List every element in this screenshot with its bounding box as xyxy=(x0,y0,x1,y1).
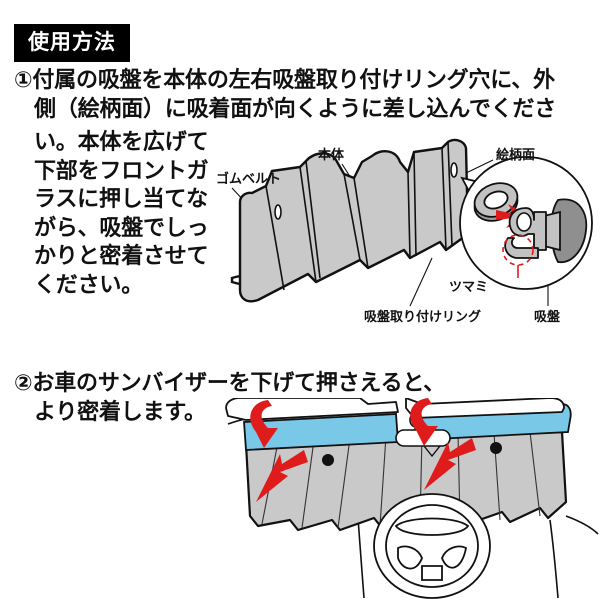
label-mounting-ring: 吸盤取り付けリング xyxy=(364,309,482,324)
visor-fold-arrows xyxy=(250,398,438,448)
tab-highlight-circle xyxy=(502,234,534,266)
step-1-line-1: ①付属の吸盤を本体の左右吸盤取り付けリング穴に、外 xyxy=(14,67,555,92)
page-title-label: 使用方法 xyxy=(28,31,116,54)
steering-wheel xyxy=(373,493,491,599)
press-arrow-right xyxy=(424,438,476,490)
step-2-text-block: ②お車のサンバイザーを下げて押さえると、 より密着します。 xyxy=(14,368,484,426)
suction-cup-detail xyxy=(502,198,588,278)
figure-sunvisor-install xyxy=(210,397,600,600)
step-2-line-2: より密着します。 xyxy=(34,399,206,425)
fold-creases xyxy=(265,141,453,291)
label-rubber-belt: ゴムベルト xyxy=(216,171,282,186)
step-1-tail: い。本体を広げて下部をフロントガラスに押し当てながら、吸盤でしっかりと密着させて… xyxy=(34,129,209,297)
press-arrows xyxy=(256,438,476,502)
page-title: 使用方法 xyxy=(14,24,130,62)
fold-arrow-left-head xyxy=(254,428,278,448)
magnified-detail-callout xyxy=(459,156,593,290)
step-2-lead: ②お車のサンバイザーを下げて押さえると、 より密着します。 xyxy=(14,368,484,426)
label-main-body: 本体 xyxy=(318,147,345,162)
figure-1-drawing xyxy=(230,138,593,307)
label-suction-cup: 吸盤 xyxy=(534,309,561,324)
step-1-line-2: 側（絵柄面）に吸着面が向くように差し込んでくださ xyxy=(34,95,557,121)
label-tab: ツマミ xyxy=(449,279,489,294)
step-1-lead: ①付属の吸盤を本体の左右吸盤取り付けリング穴に、外 側（絵柄面）に吸着面が向くよ… xyxy=(14,66,592,123)
suction-cup-dot-right xyxy=(490,442,502,454)
figure-sunshade-assembly: ゴムベルト 本体 絵柄面 吸盤取り付けリング 吸盤 ツマミ xyxy=(196,138,600,344)
grommet-hole-right xyxy=(450,162,458,178)
fold-arrow-right-head xyxy=(414,426,438,446)
figure-2-drawing xyxy=(225,397,599,599)
press-arrow-left xyxy=(256,450,308,502)
step-1-text-block: ①付属の吸盤を本体の左右吸盤取り付けリング穴に、外 側（絵柄面）に吸着面が向くよ… xyxy=(14,66,592,297)
grommet-hole-left xyxy=(274,204,282,220)
sunshade-body xyxy=(230,138,470,303)
sunshade-panel xyxy=(238,138,470,303)
fold-arrow-left-curve xyxy=(250,400,272,434)
sun-visor-right xyxy=(405,397,565,419)
label-pattern-side: 絵柄面 xyxy=(496,147,536,162)
fold-arrow-right-curve xyxy=(410,398,432,432)
step-2-line-1: ②お車のサンバイザーを下げて押さえると、 xyxy=(14,370,446,395)
suction-cup-dot-left xyxy=(322,454,334,466)
